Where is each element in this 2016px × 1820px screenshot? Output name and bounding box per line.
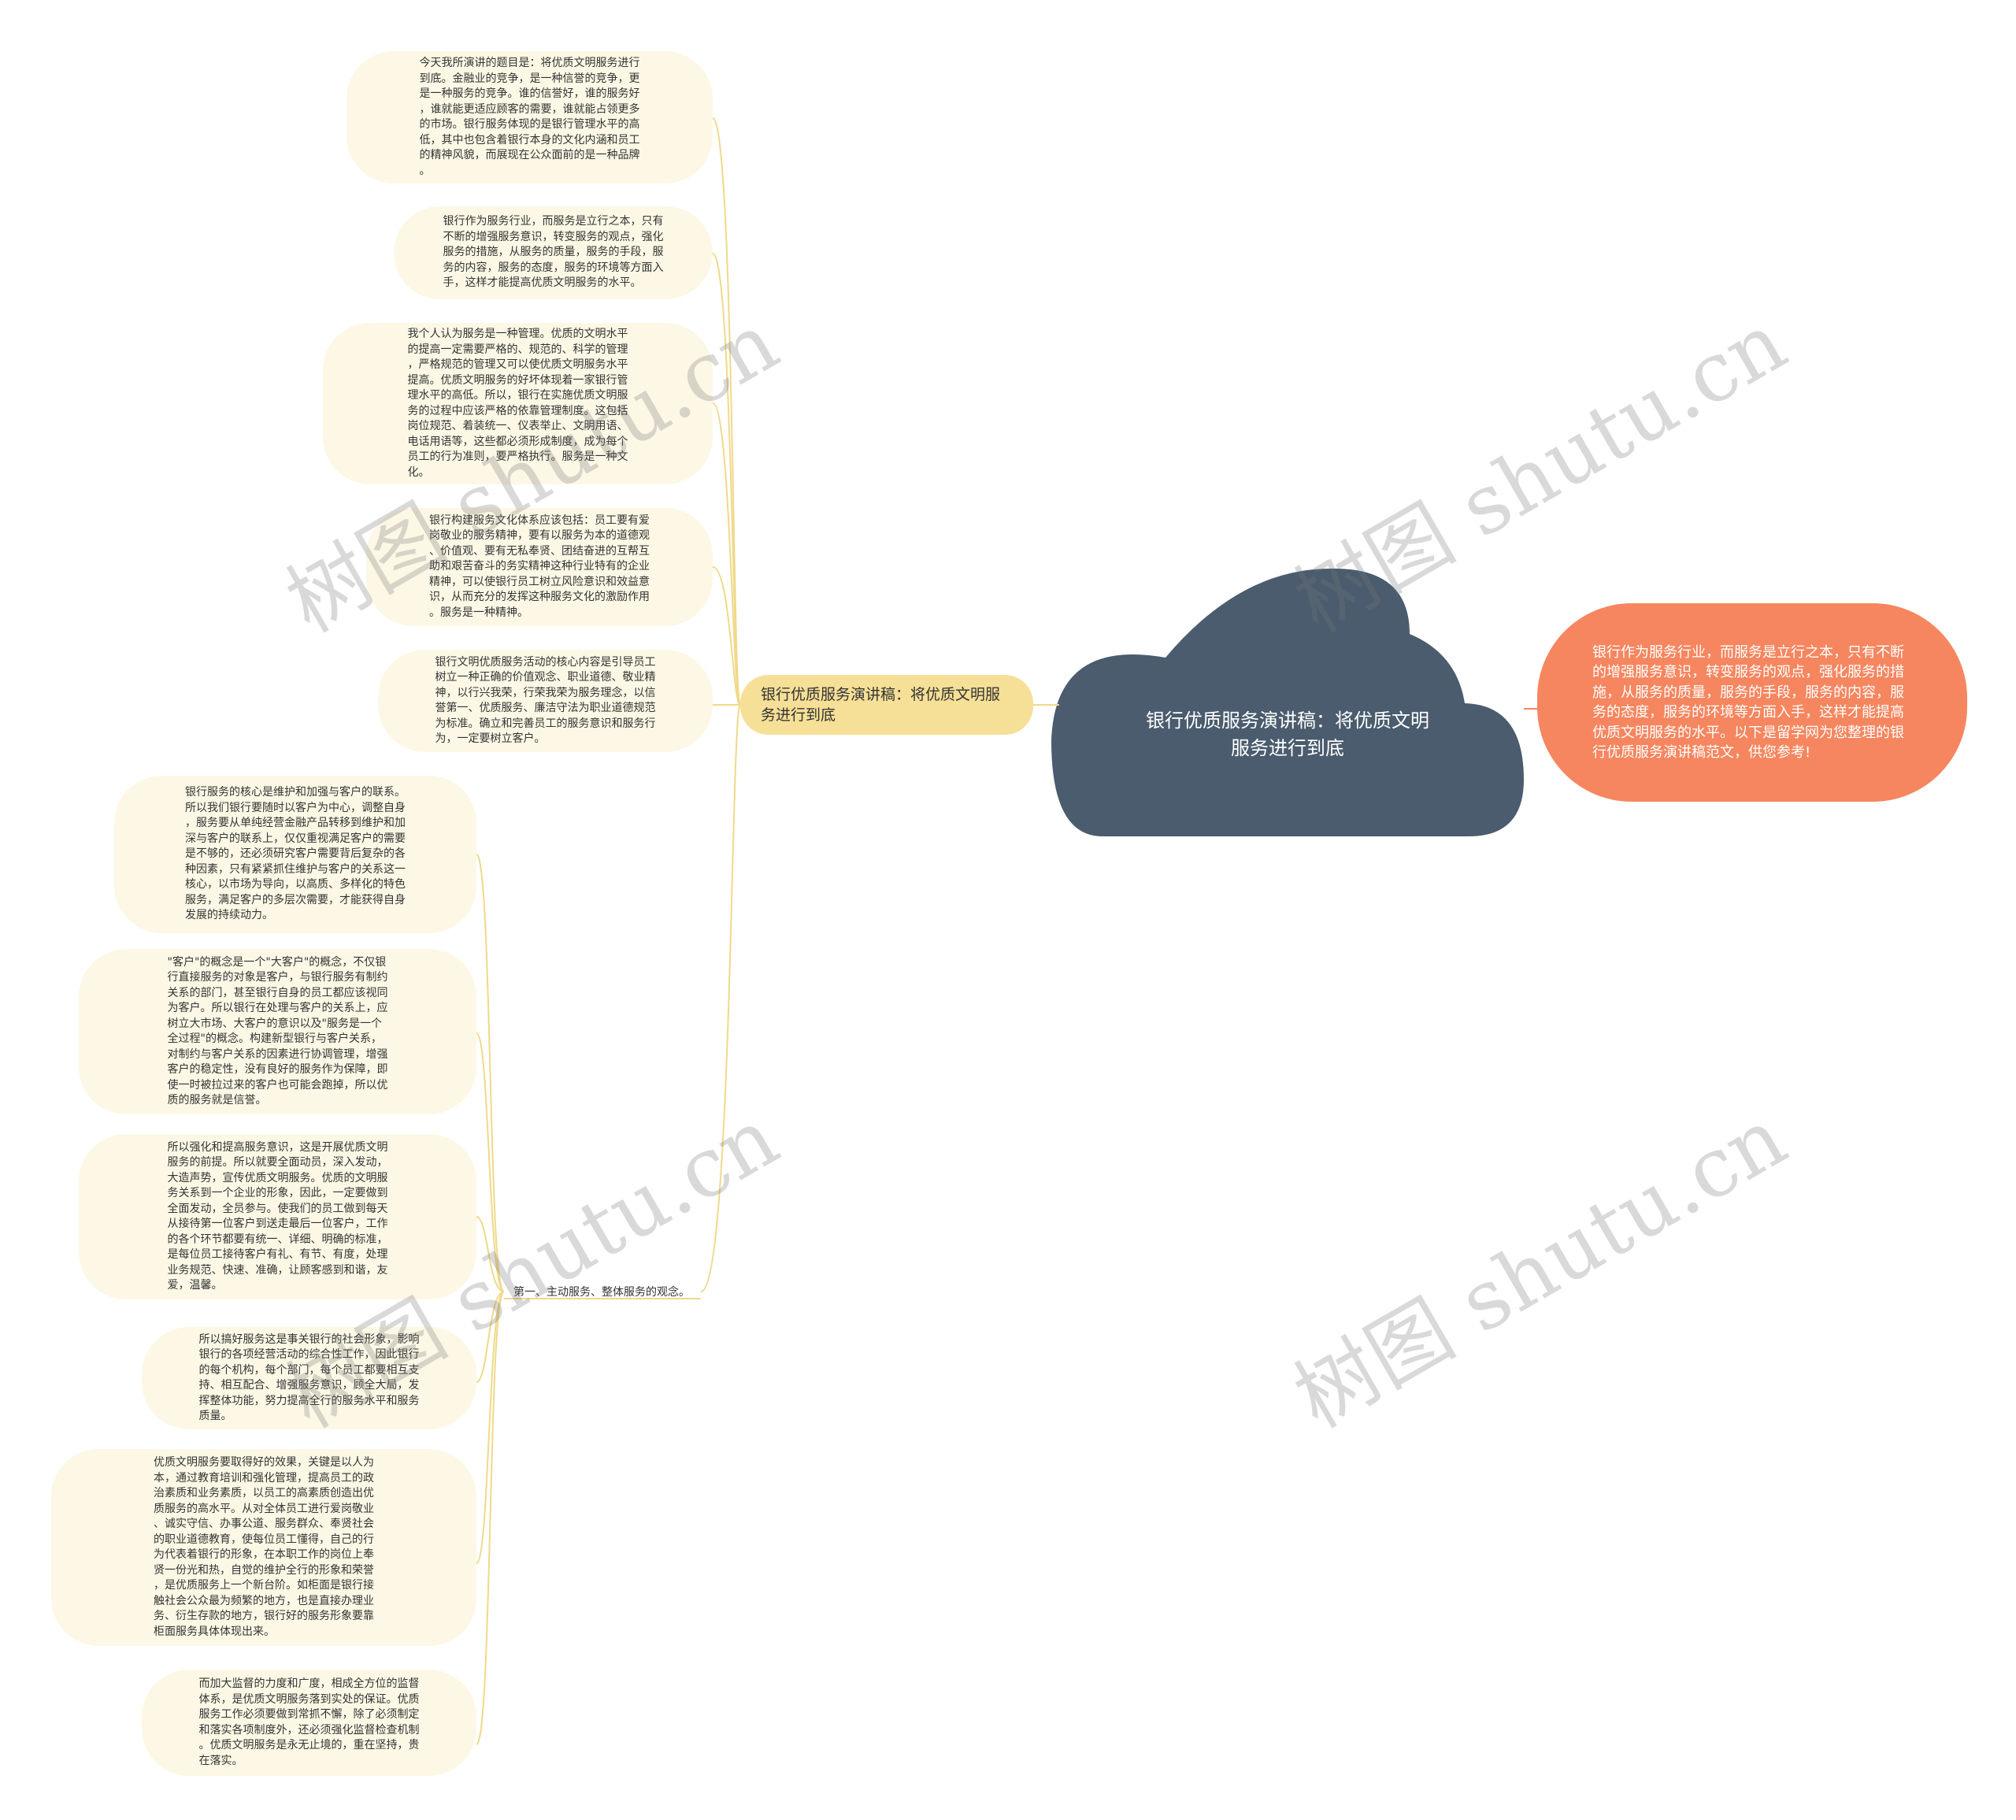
leaf-node[interactable]: 银行作为服务行业，而服务是立行之本，只有 不断的增强服务意识，转变服务的观点，强… (394, 206, 713, 299)
branch-topic[interactable]: 银行优质服务演讲稿：将优质文明服务进行到底 (740, 675, 1033, 735)
leaf-text: 银行构建服务文化体系应该包括：员工要有爱 岗敬业的服务精神，要有以服务为本的道德… (429, 513, 650, 619)
root-cloud-shape (1051, 568, 1524, 836)
leaf-node[interactable]: 银行服务的核心是维护和加强与客户的联系。 所以我们银行要随时以客户为中心，调整自… (114, 776, 476, 933)
leaf-text: "客户"的概念是一个"大客户"的概念，不仅银 行直接服务的对象是客户，与银行服务… (167, 955, 388, 1107)
leaf-text: 而加大监督的力度和广度，相成全方位的监督 体系，是优质文明服务落到实处的保证。优… (198, 1677, 420, 1767)
leaf-node[interactable]: 银行构建服务文化体系应该包括：员工要有爱 岗敬业的服务精神，要有以服务为本的道德… (366, 508, 713, 626)
summary-node[interactable]: 银行作为服务行业，而服务是立行之本，只有不断的增强服务意识，转变服务的观点，强化… (1537, 603, 1967, 802)
leaf-node[interactable]: 今天我所演讲的题目是：将优质文明服务进行 到底。金融业的竞争，是一种信誉的竞争，… (346, 51, 713, 183)
leaf-node[interactable]: 我个人认为服务是一种管理。优质的文明水平 的提高一定需要严格的、规范的、科学的管… (323, 323, 713, 484)
leaf-text: 我个人认为服务是一种管理。优质的文明水平 的提高一定需要严格的、规范的、科学的管… (407, 328, 628, 479)
leaf-node[interactable]: 优质文明服务要取得好的效果，关键是以人为 本，通过教育培训和强化管理，提高员工的… (51, 1449, 476, 1646)
leaf-text: 所以搞好服务这是事关银行的社会形象，影响 银行的各项经营活动的综合性工作，因此银… (198, 1333, 420, 1423)
leaf-node[interactable]: 所以搞好服务这是事关银行的社会形象，影响 银行的各项经营活动的综合性工作，因此银… (142, 1327, 476, 1429)
branch-topic-label: 银行优质服务演讲稿：将优质文明服务进行到底 (761, 686, 1001, 724)
leaf-node[interactable]: 所以强化和提高服务意识，这是开展优质文明 服务的前提。所以就要全面动员，深入发动… (79, 1134, 476, 1299)
sub-branch-label: 第一、主动服务、整体服务的观念。 (513, 1286, 690, 1299)
leaf-node[interactable]: "客户"的概念是一个"大客户"的概念，不仅银 行直接服务的对象是客户，与银行服务… (79, 949, 476, 1114)
leaf-text: 今天我所演讲的题目是：将优质文明服务进行 到底。金融业的竞争，是一种信誉的竞争，… (419, 57, 640, 177)
leaf-node[interactable]: 银行文明优质服务活动的核心内容是引导员工 树立一种正确的价值观念、职业道德、敬业… (378, 650, 713, 752)
leaf-text: 银行文明优质服务活动的核心内容是引导员工 树立一种正确的价值观念、职业道德、敬业… (435, 655, 656, 746)
root-topic[interactable]: 银行优质服务演讲稿：将优质文明服务进行到底 (1146, 710, 1429, 759)
leaf-text: 所以强化和提高服务意识，这是开展优质文明 服务的前提。所以就要全面动员，深入发动… (167, 1140, 388, 1292)
leaf-node[interactable]: 而加大监督的力度和广度，相成全方位的监督 体系，是优质文明服务落到实处的保证。优… (142, 1670, 476, 1776)
leaf-text: 优质文明服务要取得好的效果，关键是以人为 本，通过教育培训和强化管理，提高员工的… (154, 1456, 374, 1638)
leaf-text: 银行作为服务行业，而服务是立行之本，只有 不断的增强服务意识，转变服务的观点，强… (443, 215, 664, 290)
sub-branch-underline (504, 1298, 701, 1299)
sub-branch-topic[interactable]: 第一、主动服务、整体服务的观念。 (513, 1284, 690, 1299)
leaf-text: 银行服务的核心是维护和加强与客户的联系。 所以我们银行要随时以客户为中心，调整自… (185, 786, 406, 922)
summary-text: 银行作为服务行业，而服务是立行之本，只有不断的增强服务意识，转变服务的观点，强化… (1592, 643, 1904, 762)
